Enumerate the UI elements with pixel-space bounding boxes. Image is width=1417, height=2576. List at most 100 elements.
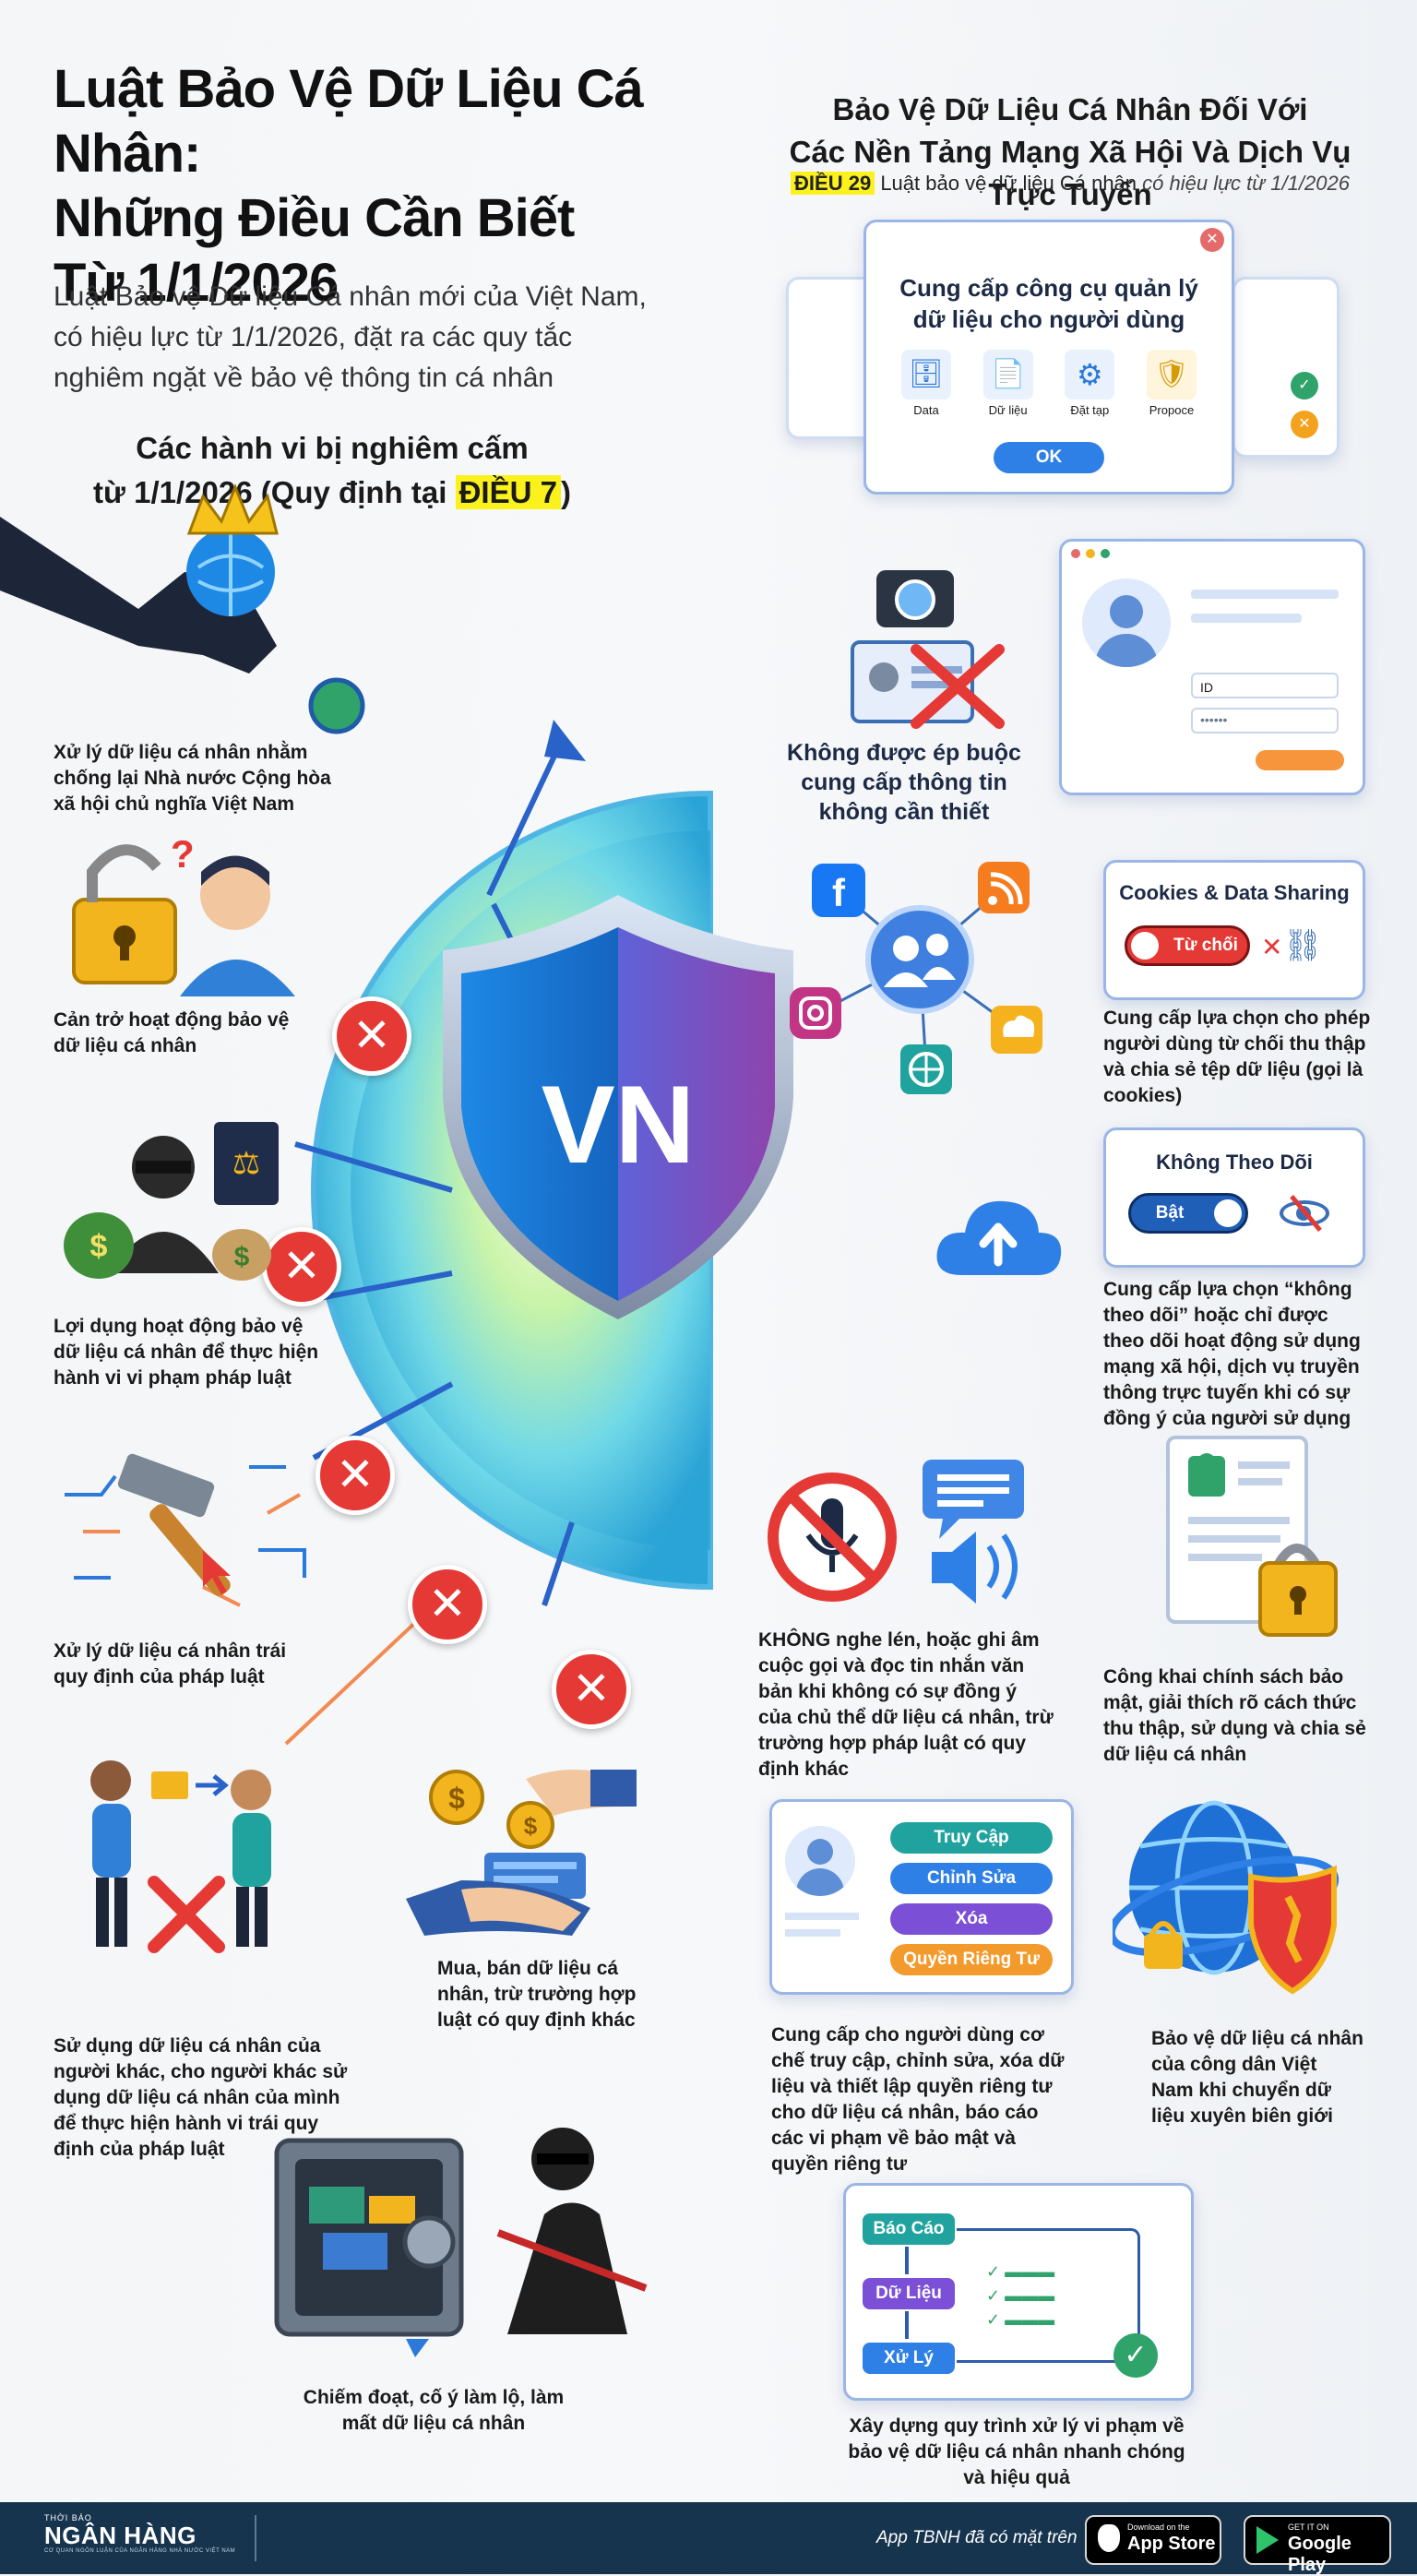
app-available-text: App TBNH đã có mặt trên (876, 2528, 1078, 2547)
article-29-subtitle: ĐIỀU 29 Luật bảo vệ dữ liệu Cá nhân có h… (756, 172, 1384, 196)
no-tracking-title: Không Theo Dõi (1156, 1151, 1313, 1174)
right-heading-line2: Các Nền Tảng Mạng Xã Hội Và Dịch Vụ Trực… (789, 135, 1352, 211)
delete-button[interactable]: Xóa (890, 1903, 1053, 1935)
eye-slash-icon (1280, 1195, 1333, 1232)
thief-money-bags-icon: ⚖ $ $ (64, 1122, 279, 1281)
data-tool-item[interactable]: 🗄Data (894, 350, 959, 417)
app-store-badge[interactable]: Download on the App Store (1085, 2515, 1221, 2565)
prohibited-icon: ✕ (262, 1227, 341, 1306)
broken-link-icon: ✕⛓ (1261, 928, 1323, 963)
background-window-right: ✓ ✕ (1232, 277, 1340, 458)
prohibited-icon: ✕ (408, 1565, 487, 1644)
banned-heading-line1: Các hành vi bị nghiêm cấm (136, 431, 529, 465)
document-icon: 📄 (982, 350, 1033, 400)
banned-item-6: Mua, bán dữ liệu cá nhân, trừ trường hợp… (437, 1958, 637, 2031)
svg-text:$: $ (524, 1812, 538, 1840)
cookies-title: Cookies & Data Sharing (1119, 881, 1350, 904)
gear-icon: ⚙ (1065, 350, 1115, 400)
right-heading-line1: Bảo Vệ Dữ Liệu Cá Nhân Đối Với (832, 92, 1308, 126)
hands-buying-data-icon: $ $ (406, 1770, 637, 1936)
banned-item-1: Xử lý dữ liệu cá nhân nhằm chống lại Nhà… (54, 742, 331, 815)
password-field[interactable]: •••••• (1191, 708, 1339, 733)
no-tracking-caption: Cung cấp lựa chọn “không theo dõi” hoặc … (1103, 1279, 1361, 1429)
no-tracking-toggle[interactable]: Bật (1128, 1193, 1248, 1234)
checklist-icon: ✓ ▬▬▬✓ ▬▬▬✓ ▬▬▬ (986, 2262, 1055, 2329)
google-play-badge[interactable]: GET IT ON Google Play (1244, 2515, 1391, 2575)
intro-text: Luật Bảo vệ Dữ liệu Cá nhân mới của Việt… (54, 281, 647, 393)
svg-text:?: ? (171, 832, 195, 876)
prohibited-icon: ✕ (316, 1436, 395, 1515)
privacy-policy-document-icon (1166, 1436, 1338, 1637)
flow-arrow-down (905, 2247, 909, 2274)
svg-text:⚖: ⚖ (232, 1145, 260, 1182)
cloud-upload-icon (936, 1200, 1062, 1275)
svg-text:$: $ (90, 1229, 108, 1264)
process-caption: Xây dựng quy trình xử lý vi phạm về bảo … (848, 2415, 1185, 2488)
cookies-refuse-toggle[interactable]: Từ chối (1125, 925, 1250, 966)
window-controls (1071, 549, 1110, 558)
play-icon (1256, 2526, 1279, 2554)
title-line-2: Những Điều Cần Biết (54, 188, 575, 248)
apple-icon (1098, 2524, 1120, 2552)
svg-text:$: $ (234, 1242, 250, 1272)
no-tracking-panel: Không Theo Dõi Bật (1103, 1127, 1365, 1268)
profile-form-window: ID •••••• (1059, 539, 1365, 795)
cookies-panel: Cookies & Data Sharing Từ chối ✕⛓ (1103, 860, 1365, 1000)
check-circle-icon: ✓ (1113, 2333, 1158, 2378)
dialog-close-icon[interactable]: ✕ (1200, 228, 1224, 252)
banned-heading-line2: từ 1/1/2026 (Quy định tại ĐIỀU 7) (93, 475, 571, 509)
banned-item-5: Sử dụng dữ liệu cá nhân của người khác, … (54, 2035, 348, 2160)
privacy-button[interactable]: Quyền Riêng Tư (890, 1944, 1053, 1975)
check-icon: ✓ (1291, 372, 1318, 400)
data-tools-dialog: ✕ Cung cấp công cụ quản lý dữ liệu cho n… (863, 220, 1234, 495)
broken-lock-worried-person-icon: ? (72, 832, 295, 996)
dialog-ok-button[interactable]: OK (994, 442, 1104, 473)
violation-process-panel: Báo Cáo Dữ Liệu Xử Lý ✓ ▬▬▬✓ ▬▬▬✓ ▬▬▬ ✓ (843, 2183, 1194, 2401)
dialog-title: Cung cấp công cụ quản lý dữ liệu cho ngư… (899, 274, 1198, 333)
banned-item-7: Chiếm đoạt, cố ý làm lộ, làm mất dữ liệu… (303, 2387, 565, 2434)
footer-bar: THỜI BÁO NGÂN HÀNG CƠ QUAN NGÔN LUẬN CỦA… (0, 2502, 1417, 2575)
title-line-3: Từ 1/1/2026 (54, 253, 339, 313)
flow-arrow-down (905, 2311, 909, 2339)
id-field[interactable]: ID (1191, 673, 1339, 698)
svg-text:f: f (832, 871, 846, 914)
user-rights-panel: Truy Cập Chỉnh Sửa Xóa Quyền Riêng Tư (769, 1799, 1074, 1995)
step-report[interactable]: Báo Cáo (863, 2213, 955, 2245)
submit-button[interactable] (1256, 750, 1344, 770)
footer-divider (255, 2515, 256, 2561)
shield-illustration: VN (284, 720, 793, 1746)
data-tool-item[interactable]: ⚙Đặt tạp (1057, 350, 1122, 417)
social-network-hub-icon: f (790, 862, 1042, 1094)
globe-shield-vietnam-icon (1113, 1800, 1340, 1995)
no-force-info: Không được ép buộc cung cấp thông tin kh… (787, 740, 1021, 825)
title-line-1: Luật Bảo Vệ Dữ Liệu Cá Nhân: (54, 59, 644, 184)
page-title: Luật Bảo Vệ Dữ Liệu Cá Nhân: Những Điều … (54, 57, 718, 316)
banned-item-3: Lợi dụng hoạt động bảo vệ dữ liệu cá nhâ… (54, 1316, 319, 1389)
cookies-caption: Cung cấp lựa chọn cho phép người dùng từ… (1103, 1008, 1371, 1106)
article-7-highlight: ĐIỀU 7 (455, 475, 561, 509)
close-icon: ✕ (1291, 411, 1318, 438)
flow-loop-line (957, 2228, 1140, 2363)
banned-heading: Các hành vi bị nghiêm cấm từ 1/1/2026 (Q… (55, 426, 609, 515)
shield-check-icon: 🛡 (1146, 350, 1197, 400)
step-data[interactable]: Dữ Liệu (863, 2278, 955, 2309)
data-tool-item[interactable]: 📄Dữ liệu (976, 350, 1041, 417)
cross-border-caption: Bảo vệ dữ liệu cá nhân của công dân Việt… (1151, 2028, 1363, 2127)
right-heading: Bảo Vệ Dữ Liệu Cá Nhân Đối Với Các Nền T… (756, 89, 1384, 216)
step-process[interactable]: Xử Lý (863, 2343, 955, 2374)
svg-text:$: $ (448, 1782, 465, 1815)
no-listening-caption: KHÔNG nghe lén, hoặc ghi âm cuộc gọi và … (758, 1629, 1054, 1780)
hand-grabbing-globe-icon (0, 483, 365, 734)
banned-item-4: Xử lý dữ liệu cá nhân trái quy định của … (54, 1640, 287, 1688)
avatar-icon (785, 1826, 855, 1896)
prohibited-icon: ✕ (552, 1650, 631, 1729)
user-rights-caption: Cung cấp cho người dùng cơ chế truy cập,… (771, 2024, 1065, 2175)
edit-button[interactable]: Chỉnh Sửa (890, 1863, 1053, 1894)
data-tool-item[interactable]: 🛡Propoce (1139, 350, 1204, 417)
no-listening-icon (768, 1460, 1024, 1604)
database-icon: 🗄 (901, 350, 951, 400)
dialog-icon-row: 🗄Data 📄Dữ liệu ⚙Đặt tạp 🛡Propoce (894, 350, 1204, 417)
article-29-highlight: ĐIỀU 29 (791, 172, 875, 195)
access-button[interactable]: Truy Cập (890, 1822, 1053, 1854)
shield-vn-text: VN (542, 1063, 696, 1187)
